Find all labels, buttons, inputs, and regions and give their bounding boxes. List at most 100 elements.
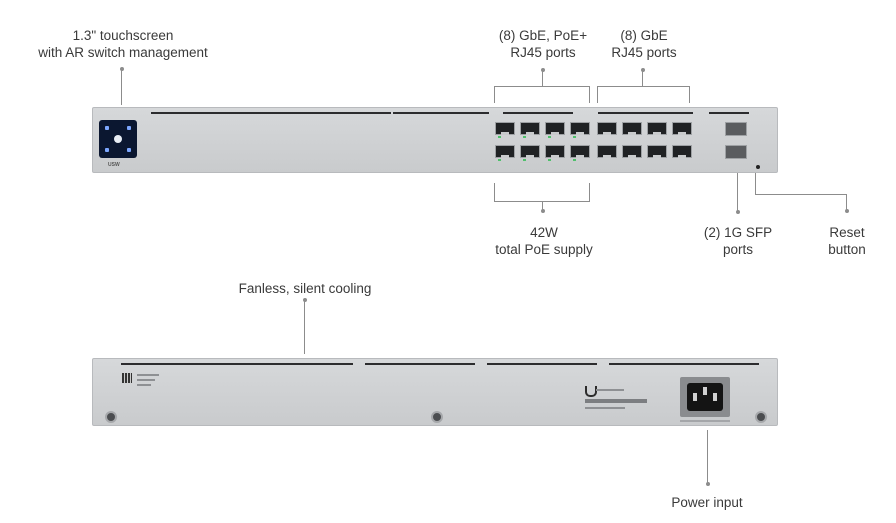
rear-vent: [365, 363, 475, 365]
reset-button-label-line2: button: [828, 242, 866, 257]
label-sticker-line: [137, 384, 151, 386]
gbe-port[interactable]: [647, 145, 667, 158]
qr-code: [122, 373, 132, 383]
touchscreen-callout-line: [121, 69, 122, 105]
power-input-socket[interactable]: [680, 377, 730, 417]
cooling-callout-dot: [303, 298, 307, 302]
reset-callout-stem: [846, 194, 847, 210]
reset-callout-horizontal: [755, 194, 847, 195]
gbe-ports-label: (8) GbE RJ45 ports: [594, 27, 694, 61]
power-pin: [713, 393, 717, 401]
gbe-callout-stem: [642, 70, 643, 86]
power-callout-dot: [706, 482, 710, 486]
poe-led: [548, 136, 551, 138]
poe-led: [573, 136, 576, 138]
poe-port[interactable]: [545, 145, 565, 158]
poe-led: [498, 159, 501, 161]
compliance-mark: [596, 389, 624, 391]
poe-port[interactable]: [570, 145, 590, 158]
front-vent: [709, 112, 749, 114]
gbe-port[interactable]: [672, 145, 692, 158]
front-vent: [503, 112, 573, 114]
gbe-callout-bracket: [597, 86, 690, 87]
rear-vent: [487, 363, 597, 365]
brand-logo-icon: [585, 386, 597, 397]
power-input-label: Power input: [671, 495, 743, 510]
reset-callout-dot: [845, 209, 849, 213]
gbe-port[interactable]: [622, 145, 642, 158]
gbe-port[interactable]: [622, 122, 642, 135]
poe-led: [523, 136, 526, 138]
sfp-ports-label: (2) 1G SFP ports: [696, 224, 780, 258]
poe-callout-bracket-left: [494, 86, 495, 103]
poe-callout-dot: [541, 68, 545, 72]
touchscreen-callout-dot: [120, 67, 124, 71]
poe-port[interactable]: [570, 122, 590, 135]
compliance-mark: [585, 407, 625, 409]
gbe-callout-bracket-left: [597, 86, 598, 103]
supply-callout-bracket-left: [494, 183, 495, 201]
poe-supply-label: 42W total PoE supply: [484, 224, 604, 258]
poe-port[interactable]: [545, 122, 565, 135]
screen-icon: [105, 148, 109, 152]
sfp-callout-dot: [736, 210, 740, 214]
gbe-port[interactable]: [672, 122, 692, 135]
supply-callout-dot: [541, 209, 545, 213]
sfp-callout-line: [737, 172, 738, 212]
screen-icon: [105, 126, 109, 130]
poe-supply-label-line2: total PoE supply: [495, 242, 593, 257]
screen-icon: [127, 126, 131, 130]
power-rating-text: [680, 420, 730, 422]
poe-supply-label-line1: 42W: [530, 225, 558, 240]
front-vent: [271, 112, 391, 114]
sfp-port[interactable]: [725, 145, 747, 159]
rear-vent: [243, 363, 353, 365]
screen-icon: [127, 148, 131, 152]
gbe-port[interactable]: [597, 145, 617, 158]
power-callout-line: [707, 430, 708, 484]
poe-port[interactable]: [520, 122, 540, 135]
switch-front-panel: [92, 107, 778, 173]
power-pin: [693, 393, 697, 401]
touchscreen-label-line1: 1.3" touchscreen: [72, 28, 174, 43]
supply-callout-bracket-right: [589, 183, 590, 201]
front-vent: [598, 112, 693, 114]
front-vent: [393, 112, 489, 114]
gbe-callout-dot: [641, 68, 645, 72]
poe-ports-label-line2: RJ45 ports: [510, 45, 576, 60]
gbe-port[interactable]: [647, 122, 667, 135]
supply-callout-stem: [542, 201, 543, 210]
reset-button[interactable]: [756, 165, 760, 169]
poe-port[interactable]: [495, 145, 515, 158]
rear-vent: [121, 363, 321, 365]
poe-port[interactable]: [520, 145, 540, 158]
sfp-ports-label-line1: (2) 1G SFP: [703, 225, 773, 240]
gbe-port[interactable]: [597, 122, 617, 135]
screen-center-ring: [114, 135, 122, 143]
poe-ports-label-line1: (8) GbE, PoE+: [498, 28, 588, 43]
poe-callout-stem: [542, 70, 543, 86]
power-pin: [703, 387, 707, 395]
gbe-ports-label-line2: RJ45 ports: [611, 45, 677, 60]
power-socket-opening: [687, 383, 723, 411]
touchscreen[interactable]: [99, 120, 137, 158]
touchscreen-label: 1.3" touchscreen with AR switch manageme…: [28, 27, 218, 61]
reset-button-label: Reset button: [812, 224, 882, 258]
rear-vent: [609, 363, 759, 365]
compliance-mark: [585, 399, 647, 403]
poe-port[interactable]: [495, 122, 515, 135]
poe-callout-bracket: [494, 86, 590, 87]
gbe-callout-bracket-right: [689, 86, 690, 103]
sfp-port[interactable]: [725, 122, 747, 136]
poe-led: [498, 136, 501, 138]
model-mark: USW: [108, 162, 120, 168]
cooling-callout-line: [304, 300, 305, 354]
poe-led: [523, 159, 526, 161]
reset-button-label-line1: Reset: [829, 225, 865, 240]
gbe-ports-label-line1: (8) GbE: [620, 28, 668, 43]
label-sticker-line: [137, 374, 159, 376]
poe-led: [573, 159, 576, 161]
rear-screw: [105, 411, 117, 423]
touchscreen-label-line2: with AR switch management: [38, 45, 208, 60]
rear-screw: [431, 411, 443, 423]
